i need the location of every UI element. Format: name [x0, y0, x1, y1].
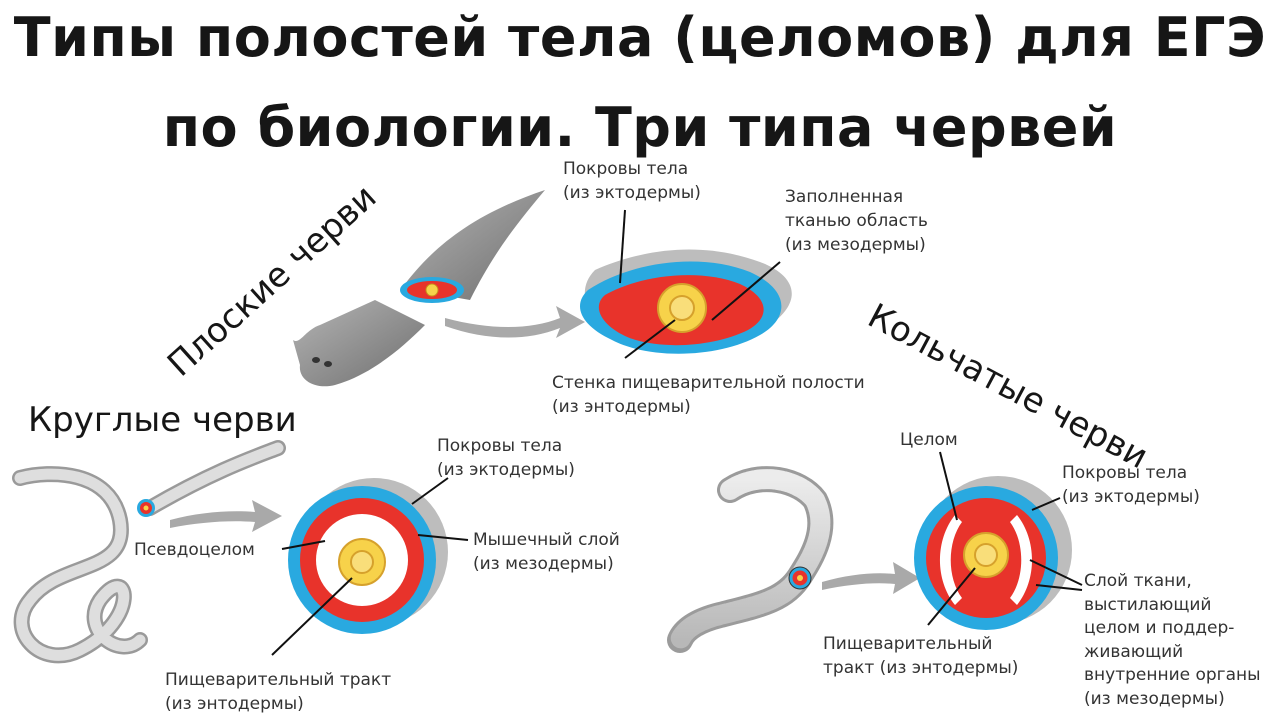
roundworm-gut-inner	[350, 550, 374, 574]
annelid-arrow	[822, 562, 920, 594]
annelid-illustration	[667, 466, 834, 653]
page-title-line-2: по биологии. Три типа червей	[162, 96, 1118, 159]
roundworm-cross-section	[288, 478, 448, 634]
roundworm-pseudocoel-label: Псевдоцелом	[134, 540, 255, 560]
flatworm-eye-left	[312, 357, 320, 363]
flatworm-small-section-endo	[425, 283, 439, 297]
annelid-cross-section	[914, 476, 1072, 630]
annelid-body	[670, 469, 831, 650]
flatworm-head	[293, 300, 425, 387]
annelid-lining-pointer-2	[1035, 584, 1083, 591]
page-title-line-1: Типы полостей тела (целомов) для ЕГЭ	[13, 6, 1267, 69]
flatworm-eye-right	[324, 361, 332, 367]
annelid-coelom-right	[1010, 515, 1032, 605]
flatworm-tail	[402, 190, 545, 300]
annelid-small-section-endo	[797, 575, 803, 581]
annelid-coelom-label: Целом	[900, 430, 958, 450]
annelid-covers-pointer	[1031, 497, 1061, 511]
roundworm-muscle-pointer	[417, 534, 469, 541]
flatworm-arrow	[445, 306, 585, 338]
flatworm-covers-label: Покровы тела(из эктодермы)	[563, 159, 701, 203]
roundworm-covers-pointer	[411, 477, 449, 505]
roundworm-arrow	[170, 500, 282, 532]
flatworm-cross-section	[580, 249, 792, 354]
roundworm-illustration	[12, 440, 286, 664]
annelid-coelom-left	[940, 515, 962, 605]
annelid-gut-pointer	[927, 567, 976, 626]
roundworm-gut-pointer	[271, 577, 353, 656]
flatworm-gutwall-label: Стенка пищеварительной полости(из энтоде…	[552, 373, 865, 417]
annelid-covers-label: Покровы тела(из эктодермы)	[1062, 463, 1200, 507]
flatworm-covers-pointer	[619, 209, 626, 284]
roundworm-pseudocoel-pointer	[281, 540, 326, 550]
roundworm-covers-label: Покровы тела(из эктодермы)	[437, 436, 575, 480]
flatworm-endoderm-inner	[669, 295, 695, 321]
roundworm-gut-label: Пищеварительный тракт(из энтодермы)	[165, 670, 392, 714]
flatworm-illustration	[293, 190, 545, 387]
roundworm-muscle-label: Мышечный слой(из мезодермы)	[473, 530, 620, 574]
flatworm-filled-pointer	[711, 261, 781, 321]
annelid-coelom-pointer	[939, 451, 958, 521]
annelid-lining-pointer-1	[1029, 559, 1083, 586]
flatworm-gutwall-pointer	[624, 319, 676, 359]
roundworm-small-section-endo	[143, 505, 149, 511]
annelid-gut-inner	[974, 543, 998, 567]
roundworm-body	[14, 442, 284, 661]
roundworms-title: Круглые черви	[28, 400, 297, 440]
